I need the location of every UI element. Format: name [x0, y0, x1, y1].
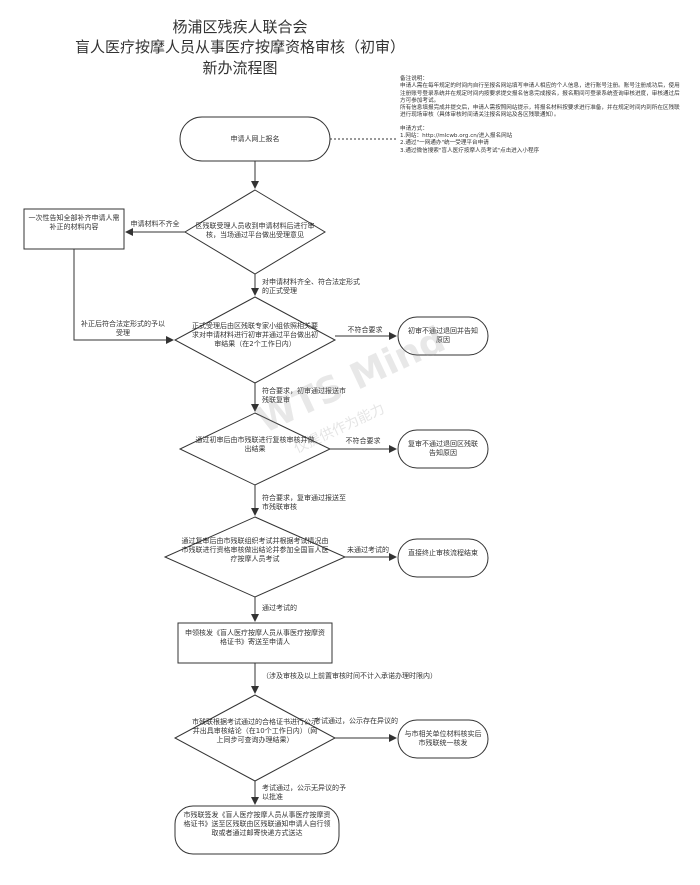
edge-d3-down-label: 符合要求，复审通过报送至市残联审核: [262, 494, 346, 511]
box5-label: 申领核发《盲人医疗按摩人员从事医疗按摩资格证书》寄送至申请人: [185, 629, 325, 646]
end-label: 市残联签发《盲人医疗按摩人员从事医疗按摩资格证书》送至区残联由区残联通知申请人自…: [183, 811, 331, 837]
left-box-supplement: [23, 208, 125, 250]
verify-box: [397, 719, 489, 759]
left-box-label: 一次性告知全部补齐申请人需补正的材料内容: [28, 214, 120, 231]
r5-label: 与市相关单位材料核实后市残联统一核发: [404, 730, 482, 747]
edge-box5-note: （涉及审核及以上前置审核时间不计入承诺办理时限内）: [262, 672, 437, 680]
end-fail-exam: [397, 538, 489, 578]
r3-label: 复审不通过退回区残联告知原因: [408, 440, 478, 457]
edge-d5-down-label: 考试通过，公示无异议的予以批准: [262, 784, 346, 801]
edge-d5-right-label: 考试通过，公示存在异议的: [314, 717, 398, 725]
d3-label: 通过初审后由市残联进行复核审核并做出结果: [195, 436, 315, 453]
note-paragraph-1: 申请人需在每年规定的时间内自行至报名网站填写申请人相应的个人信息，进行账号注册。…: [400, 83, 680, 104]
edge-left-label: 申请材料不齐全: [130, 220, 180, 228]
note-heading: 备注说明：: [400, 76, 428, 82]
r4-label: 直接终止审核流程结束: [408, 549, 478, 557]
edge-left-back: [73, 249, 174, 344]
certificate-box: [177, 622, 333, 664]
edge-d4-right-label: 未通过考试的: [347, 546, 389, 554]
note-method-2: 2.通过"一网通办"统一受理平台申请: [400, 140, 489, 147]
d2-label: 正式受理后由区残联专家小组依照相关要求对申请材料进行初审并通过平台做出初审结果（…: [192, 322, 318, 348]
end-node: [174, 805, 340, 855]
edge-d1-down-label: 对申请材料齐全、符合法定形式的正式受理: [262, 278, 360, 295]
note-paragraph-2: 所有信息填报完成并提交后，申请人需按照网站提示，将报名材料按要求进行准备，并在规…: [400, 105, 680, 119]
title-line-2: 盲人医疗按摩人员从事医疗按摩资格审核（初审）: [74, 38, 405, 56]
edge-d3-right-label: 不符合要求: [345, 437, 381, 445]
title-line-3: 新办流程图: [202, 59, 278, 77]
note-methods-heading: 申请方式：: [400, 125, 428, 132]
r2-label: 初审不通过退回并告知原因: [408, 327, 478, 344]
edge-d2-right-label: 不符合要求: [347, 326, 383, 334]
d1-label: 区残联受理人员收到申请材料后进行审核，当场通过平台做出受理意见: [195, 222, 315, 239]
note-panel: 备注说明： 申请人需在每年规定的时间内自行至报名网站填写申请人相应的个人信息，进…: [400, 76, 680, 155]
note-method-1: 1.网站：http://mlcwb.org.cn/进入报名网站: [400, 133, 513, 140]
edge-left-back-label: 补正后符合法定形式的予以受理: [81, 320, 165, 337]
note-method-3: 3.通过微信搜索"盲人医疗按摩人员考试"点击进入小程序: [400, 147, 540, 154]
d4-label: 通过复审后由市残联组织考试并根据考试情况由市残联进行资格审核做出结论并参加全国盲…: [181, 537, 329, 563]
reject-second: [397, 429, 489, 469]
edge-d2-down-label: 符合要求，初审通过报送市残联复审: [262, 387, 346, 404]
d5-label: 市残联根据考试通过的合格证书进行公示并出具审核结论（在10个工作日内）（网上同步…: [192, 718, 318, 744]
title-line-1: 杨浦区残疾人联合会: [172, 18, 308, 36]
reject-initial: [397, 316, 489, 356]
edge-d4-down-label: 通过考试的: [262, 604, 297, 612]
start-label: 申请人网上报名: [230, 135, 280, 143]
